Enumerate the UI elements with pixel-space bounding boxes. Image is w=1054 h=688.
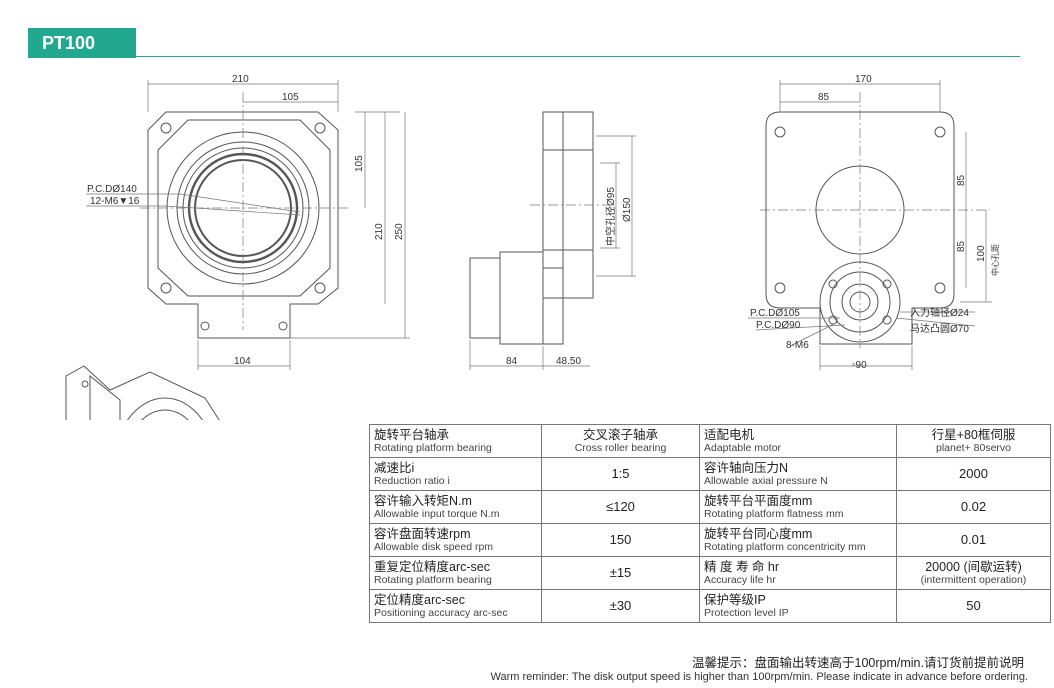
back-shaft: 入力轴径Ø24 bbox=[910, 306, 969, 319]
row-label-zh: 重复定位精度arc-sec bbox=[374, 560, 490, 574]
row-label-en: Allowable axial pressure N bbox=[704, 475, 828, 487]
row-value-zh: 20000 (间歇运转) bbox=[925, 560, 1022, 574]
note-en: Warm reminder: The disk output speed is … bbox=[490, 671, 1028, 683]
row-label-en: Allowable input torque N.m bbox=[374, 508, 500, 520]
back-spigot: 马达凸圆Ø70 bbox=[910, 323, 969, 335]
front-dim-104: 104 bbox=[234, 356, 251, 367]
row-label-zh: 容许输入转矩N.m bbox=[374, 494, 472, 508]
row-label-zh: 旋转平台同心度mm bbox=[704, 527, 813, 541]
row-label-zh: 保护等级IP bbox=[704, 593, 766, 607]
back-dim-85-up: 85 bbox=[956, 174, 967, 186]
iso-view-outline bbox=[65, 365, 220, 420]
model-title: PT100 bbox=[42, 33, 96, 53]
side-dim-48: 48.50 bbox=[556, 356, 581, 367]
row-label-en: Reduction ratio i bbox=[374, 475, 450, 487]
back-holes: 8-M6 bbox=[786, 340, 809, 351]
row-value-en: planet+ 80servo bbox=[935, 442, 1011, 454]
row-value: ±15 bbox=[609, 565, 632, 580]
row-label-en: Protection level IP bbox=[704, 607, 789, 619]
technical-drawing: 210 105 105 210 250 104 P.C.DØ140 12-M6▼… bbox=[65, 74, 1000, 420]
back-pcd90: P.C.DØ90 bbox=[756, 320, 801, 331]
row-value-en: (intermittent operation) bbox=[920, 574, 1027, 586]
back-pcd105: P.C.DØ105 bbox=[750, 308, 800, 319]
row-label-en: Rotating platform bearing bbox=[374, 442, 492, 454]
side-view-outline bbox=[469, 111, 594, 345]
row-value: 1:5 bbox=[611, 466, 630, 481]
front-dim-250-v: 250 bbox=[394, 223, 405, 240]
model-tag: PT100 bbox=[28, 28, 136, 58]
row-value-zh: 行星+80框伺服 bbox=[931, 428, 1016, 442]
front-pcd-callout: P.C.DØ140 bbox=[87, 184, 137, 195]
side-dia-dim: Ø150 bbox=[622, 197, 633, 222]
front-holes-callout: 12-M6▼16 bbox=[90, 196, 140, 207]
row-value: 50 bbox=[966, 598, 981, 613]
side-dim-84: 84 bbox=[506, 356, 518, 367]
back-dim-85-down: 85 bbox=[956, 240, 967, 252]
row-value: ±30 bbox=[609, 598, 632, 613]
row-label-en: Accuracy life hr bbox=[704, 574, 776, 586]
row-value: 2000 bbox=[959, 466, 988, 481]
note-zh: 温馨提示：盘面输出转速高于100rpm/min.请订货前提前说明 bbox=[692, 656, 1024, 670]
front-dim-210: 210 bbox=[232, 74, 249, 85]
row-label-en: Adaptable motor bbox=[704, 442, 782, 454]
row-label-zh: 容许轴向压力N bbox=[704, 461, 789, 475]
row-label-en: Allowable disk speed rpm bbox=[374, 541, 494, 553]
back-dim-square90: ▫90 bbox=[852, 360, 867, 371]
row-value: ≤120 bbox=[606, 499, 635, 514]
row-label-zh: 旋转平台轴承 bbox=[374, 428, 450, 442]
back-dim-170: 170 bbox=[855, 74, 872, 85]
row-value-zh: 交叉滚子轴承 bbox=[582, 428, 658, 442]
row-label-zh: 适配电机 bbox=[704, 428, 755, 442]
row-label-zh: 定位精度arc-sec bbox=[374, 593, 465, 607]
back-dim-85: 85 bbox=[818, 92, 830, 103]
side-bore-dim: 中空孔径Ø95 bbox=[604, 187, 617, 246]
row-label-zh: 精 度 寿 命 hr bbox=[704, 560, 780, 574]
row-value: 0.02 bbox=[960, 499, 987, 514]
row-label-en: Positioning accuracy arc-sec bbox=[374, 607, 508, 619]
front-dim-105: 105 bbox=[282, 92, 299, 103]
row-label-zh: 旋转平台平面度mm bbox=[704, 494, 813, 508]
row-value: 0.01 bbox=[960, 532, 987, 547]
row-label-en: Rotating platform flatness mm bbox=[704, 508, 844, 520]
row-value-en: Cross roller bearing bbox=[574, 442, 667, 454]
row-value: 150 bbox=[609, 532, 632, 547]
header-rule bbox=[136, 56, 1020, 57]
back-dim-center-label: 中心孔距 bbox=[990, 244, 1000, 276]
row-label-en: Rotating platform bearing bbox=[374, 574, 492, 586]
front-dim-105-v: 105 bbox=[354, 155, 365, 172]
row-label-zh: 减速比i bbox=[374, 461, 415, 475]
row-label-en: Rotating platform concentricity mm bbox=[704, 541, 866, 553]
back-dim-100: 100 bbox=[976, 245, 987, 262]
row-label-zh: 容许盘面转速rpm bbox=[374, 527, 471, 541]
front-dim-210-v: 210 bbox=[374, 223, 385, 240]
